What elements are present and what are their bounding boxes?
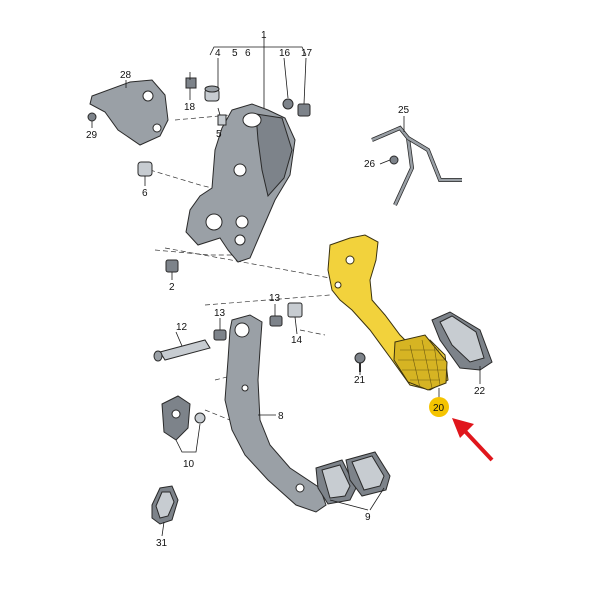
highlight-badge-20 — [429, 397, 449, 417]
label-20: 20 — [433, 403, 445, 414]
label-17: 17 — [301, 48, 313, 59]
bolt-5 — [217, 114, 227, 126]
pedal-pad-22 — [431, 311, 493, 371]
label-31: 31 — [156, 538, 168, 549]
pedal-bracket-housing — [185, 103, 296, 263]
clip-14 — [287, 302, 303, 318]
label-21: 21 — [354, 375, 366, 386]
nut-18 — [185, 77, 197, 89]
label-5: 5 — [232, 48, 238, 59]
switch-assembly-10 — [161, 395, 206, 441]
callout-numbers: 1 4 5 6 16 17 28 18 29 5 6 2 25 26 12 13… — [86, 30, 486, 549]
label-9: 9 — [365, 512, 371, 523]
nut-17 — [297, 103, 311, 117]
leader-lines — [91, 57, 481, 537]
label-4: 4 — [215, 48, 221, 59]
accelerator-pedal-20 — [327, 234, 449, 391]
label-5b: 5 — [216, 129, 222, 140]
wire-bracket-25 — [371, 125, 462, 206]
label-28: 28 — [120, 70, 132, 81]
bracket-plate-28 — [89, 79, 169, 146]
bushing-13-left — [213, 329, 227, 341]
red-arrow — [452, 418, 494, 462]
label-16: 16 — [279, 48, 291, 59]
label-10: 10 — [183, 459, 195, 470]
assembly-guide-lines — [149, 114, 331, 421]
label-13b: 13 — [269, 293, 281, 304]
label-6: 6 — [245, 48, 251, 59]
bolt-16 — [282, 98, 294, 110]
label-26: 26 — [364, 159, 376, 170]
nut-2 — [165, 259, 179, 273]
label-25: 25 — [398, 105, 410, 116]
label-8: 8 — [278, 411, 284, 422]
label-1: 1 — [261, 30, 267, 41]
label-29: 29 — [86, 130, 98, 141]
label-22: 22 — [474, 386, 486, 397]
bushing-4 — [204, 85, 220, 102]
bolt-21 — [354, 352, 366, 372]
label-18: 18 — [184, 102, 196, 113]
pivot-pin-12 — [153, 339, 211, 362]
label-2: 2 — [169, 282, 175, 293]
label-14: 14 — [291, 335, 303, 346]
bolt-29 — [87, 112, 97, 122]
group-bracket-1 — [209, 36, 307, 110]
bushing-13-right — [269, 315, 283, 327]
bushing-6 — [137, 161, 153, 177]
pad-31 — [151, 485, 179, 525]
label-6b: 6 — [142, 188, 148, 199]
pedal-pads-9 — [315, 451, 391, 505]
label-12: 12 — [176, 322, 188, 333]
pedal-arm-8 — [224, 314, 327, 513]
label-13a: 13 — [214, 308, 226, 319]
